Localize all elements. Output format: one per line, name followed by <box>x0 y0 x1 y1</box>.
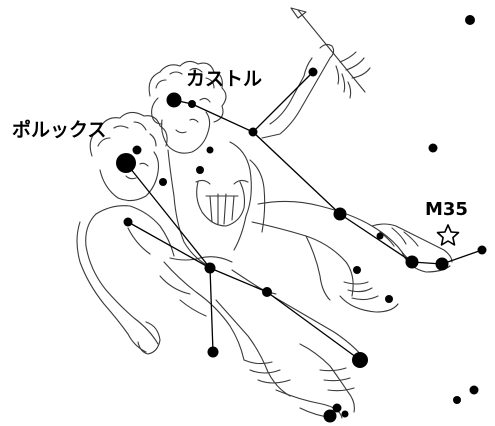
star <box>405 255 419 269</box>
castor-head-drawing <box>148 60 227 154</box>
open-star-icon <box>436 224 460 246</box>
star <box>159 178 167 186</box>
star <box>465 15 475 25</box>
star <box>453 396 461 404</box>
lyre-drawing <box>195 179 249 227</box>
star <box>204 262 216 274</box>
star-castor <box>166 92 182 108</box>
m35-label: M35 <box>425 199 468 220</box>
star <box>469 385 479 395</box>
star <box>207 346 219 358</box>
constellation-lines <box>125 71 483 361</box>
twins-figure-drawing <box>76 7 453 419</box>
star <box>262 287 272 297</box>
stars <box>116 15 487 423</box>
line-knee-alhena <box>266 291 361 361</box>
castor-label: カストル <box>186 68 262 90</box>
star <box>308 67 318 77</box>
line-foot-propus <box>441 249 483 265</box>
line-neck-shoulder <box>191 103 254 133</box>
star-propus <box>477 245 487 255</box>
star <box>123 217 133 227</box>
pollux-head-drawing <box>89 111 168 202</box>
star-pollux <box>116 153 136 173</box>
line-waist-knee <box>209 267 268 293</box>
star <box>341 410 349 418</box>
pollux-label: ポルックス <box>12 118 106 141</box>
star <box>188 100 196 108</box>
star <box>353 266 361 274</box>
star <box>435 257 449 271</box>
star <box>132 145 142 155</box>
star <box>206 146 214 154</box>
star <box>196 166 204 174</box>
line-pollux-waist <box>125 162 211 269</box>
star <box>333 207 347 221</box>
line-waist-mebsuta <box>339 213 413 263</box>
star <box>385 295 393 303</box>
line-shoulder-arm <box>252 71 314 133</box>
arrow-drawing <box>290 7 371 99</box>
line-waist-leg <box>209 267 214 353</box>
star <box>376 232 384 240</box>
star-alhena <box>352 352 368 368</box>
line-shoulder-waist <box>252 131 341 215</box>
star <box>248 127 258 137</box>
star <box>332 403 342 413</box>
star <box>428 143 438 153</box>
star <box>323 409 337 423</box>
line-waist-pollux-arm <box>127 221 211 269</box>
